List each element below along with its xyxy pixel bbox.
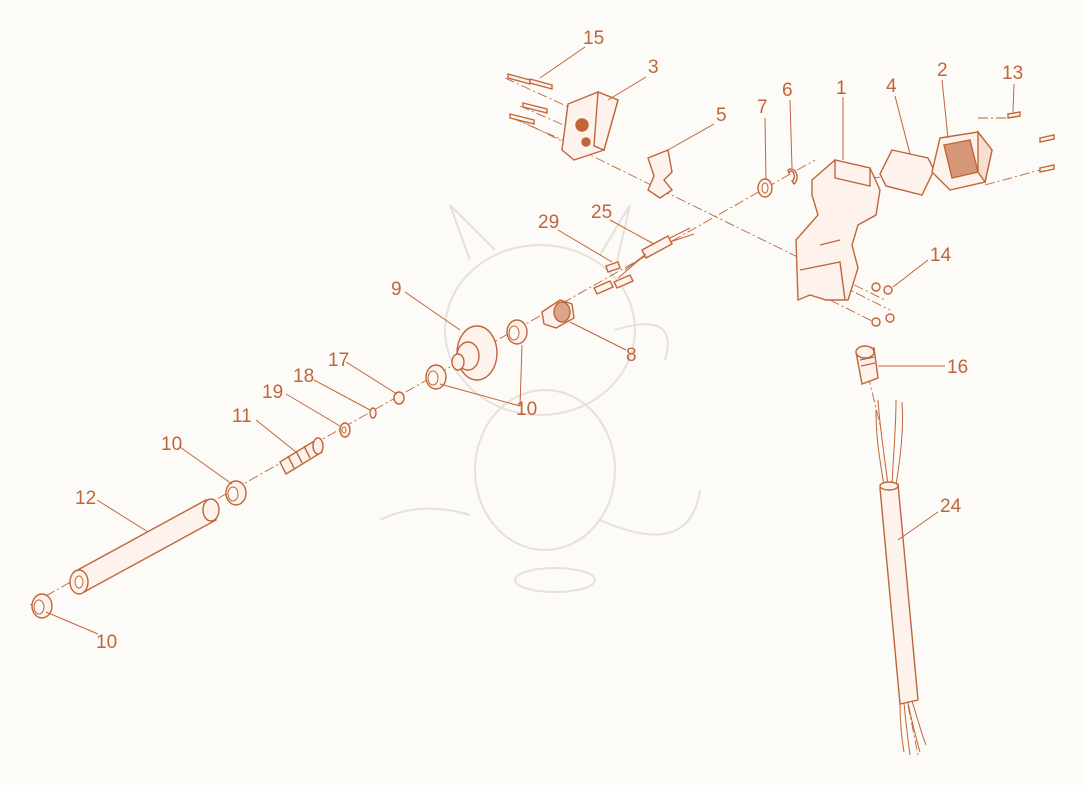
part-8-gland-nut — [541, 299, 575, 329]
part-25-wire-lead — [617, 227, 695, 279]
label-25: 25 — [591, 202, 612, 223]
part-16-connector — [855, 345, 879, 385]
part-4-seal — [879, 149, 935, 196]
label-1: 1 — [836, 78, 847, 99]
label-12: 12 — [75, 488, 96, 509]
label-14: 14 — [930, 245, 952, 266]
part-13-screws — [1007, 111, 1055, 173]
label-10-middle: 10 — [516, 399, 537, 420]
label-8: 8 — [626, 345, 637, 366]
label-11: 11 — [232, 406, 252, 427]
label-19: 19 — [262, 382, 283, 403]
part-19-ring — [339, 422, 351, 438]
label-10-end: 10 — [96, 632, 117, 653]
part-29-connectors — [593, 261, 634, 295]
part-15-screws — [507, 73, 553, 125]
part-12-tube — [69, 498, 220, 595]
label-16: 16 — [947, 357, 968, 378]
leader-lines — [45, 46, 1015, 635]
part-10-bushing-a — [506, 319, 528, 345]
label-4: 4 — [886, 76, 897, 97]
label-15: 15 — [583, 28, 604, 49]
part-9-flange — [451, 325, 498, 381]
label-2: 2 — [937, 60, 948, 81]
part-7-ring — [757, 178, 773, 198]
watermark-dragon — [379, 204, 701, 593]
label-18: 18 — [293, 366, 314, 387]
part-2-switch — [931, 129, 993, 191]
part-1-handle-body — [795, 159, 881, 302]
part-10-bushing-c — [225, 480, 247, 506]
part-10-bushing-d — [31, 593, 53, 619]
label-24: 24 — [940, 496, 962, 517]
label-5: 5 — [716, 105, 727, 126]
part-10-bushing-b — [425, 364, 447, 390]
part-6-clip — [787, 168, 798, 186]
label-7: 7 — [757, 97, 768, 118]
label-3: 3 — [648, 57, 659, 78]
label-6: 6 — [782, 80, 793, 101]
label-13: 13 — [1002, 63, 1023, 84]
label-29: 29 — [538, 212, 559, 233]
part-5-gasket — [647, 149, 674, 199]
label-10-tube: 10 — [161, 434, 182, 455]
part-14-nuts — [871, 282, 895, 327]
part-18-ring — [369, 407, 377, 419]
part-11-fitting — [279, 437, 324, 475]
label-17: 17 — [328, 350, 349, 371]
callout-labels: 15 3 5 7 6 1 4 2 13 29 25 14 9 8 16 17 1… — [75, 28, 1023, 653]
label-9: 9 — [391, 279, 402, 300]
part-17-ring — [393, 391, 405, 405]
part-3-mounting-block — [561, 90, 619, 161]
part-24-cable — [875, 399, 927, 756]
